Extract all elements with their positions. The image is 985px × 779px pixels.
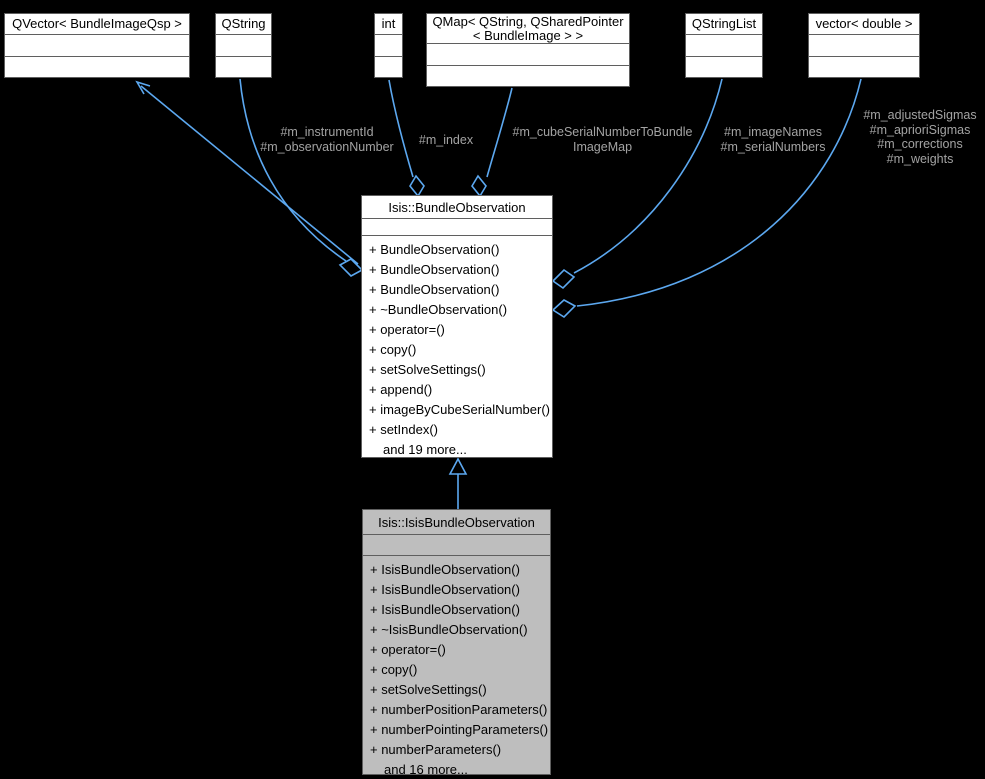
class-box-bundleobservation[interactable]: Isis::BundleObservation + BundleObservat… bbox=[361, 195, 553, 458]
type-box-title: vector< double > bbox=[809, 14, 919, 35]
type-box-methods-compartment bbox=[427, 64, 629, 87]
type-box-attrs-compartment bbox=[216, 35, 271, 56]
method-row: + numberPointingParameters() bbox=[370, 722, 549, 737]
aggregation-diamond-qmap-icon bbox=[471, 174, 487, 198]
edge-label-line: #m_index bbox=[418, 133, 474, 147]
type-box-title: QVector< BundleImageQsp > bbox=[5, 14, 189, 35]
edge-qstring bbox=[239, 78, 347, 262]
method-row: + operator=() bbox=[370, 642, 446, 657]
aggregation-diamond-left-icon bbox=[338, 258, 364, 277]
class-attrs-compartment bbox=[362, 219, 552, 236]
edge-label-qstring-members: #m_instrumentId #m_observationNumber bbox=[252, 125, 402, 154]
edge-label-line: #m_adjustedSigmas bbox=[863, 108, 977, 122]
method-row: + IsisBundleObservation() bbox=[370, 582, 520, 597]
type-box-title: QString bbox=[216, 14, 271, 35]
type-box-attrs-compartment bbox=[427, 44, 629, 65]
method-row: + setSolveSettings() bbox=[370, 682, 487, 697]
type-box-methods-compartment bbox=[686, 55, 762, 78]
method-row: + BundleObservation() bbox=[369, 262, 500, 277]
edge-label-line: #m_imageNames bbox=[724, 125, 822, 139]
method-row: + setIndex() bbox=[369, 422, 439, 437]
method-row: + ~BundleObservation() bbox=[369, 302, 508, 317]
class-methods-compartment: + IsisBundleObservation() + IsisBundleOb… bbox=[363, 556, 550, 779]
edge-label-line: #m_instrumentId bbox=[280, 125, 374, 139]
type-box-qvector: QVector< BundleImageQsp > bbox=[4, 13, 190, 78]
method-row-more: and 16 more... bbox=[384, 762, 468, 777]
method-row: + numberPositionParameters() bbox=[370, 702, 548, 717]
type-box-methods-compartment bbox=[5, 55, 189, 78]
method-row-more: and 19 more... bbox=[383, 442, 467, 457]
edge-label-index: #m_index bbox=[414, 133, 478, 148]
type-box-attrs-compartment bbox=[375, 35, 402, 56]
type-box-attrs-compartment bbox=[809, 35, 919, 56]
edge-label-vector-members: #m_adjustedSigmas #m_aprioriSigmas #m_co… bbox=[856, 108, 984, 166]
method-row: + operator=() bbox=[369, 322, 445, 337]
aggregation-diamond-qstringlist-icon bbox=[551, 268, 576, 290]
method-row: + copy() bbox=[370, 662, 418, 677]
edge-qstringlist bbox=[573, 78, 723, 274]
edge-vector bbox=[576, 78, 862, 307]
method-row: + imageByCubeSerialNumber() bbox=[369, 402, 550, 417]
type-box-title-line1: QMap< QString, QSharedPointer bbox=[432, 13, 624, 29]
aggregation-diamond-vector-icon bbox=[551, 299, 577, 319]
class-title: Isis::IsisBundleObservation bbox=[363, 510, 550, 535]
edge-label-line: #m_corrections bbox=[877, 137, 963, 151]
type-box-methods-compartment bbox=[375, 55, 402, 78]
edge-label-qmap-member: #m_cubeSerialNumberToBundle ImageMap bbox=[505, 125, 700, 154]
edge-label-qstringlist-members: #m_imageNames #m_serialNumbers bbox=[713, 125, 833, 154]
class-attrs-compartment bbox=[363, 535, 550, 556]
type-box-int: int bbox=[374, 13, 403, 78]
edge-qvector bbox=[140, 85, 359, 265]
class-methods-compartment: + BundleObservation() + BundleObservatio… bbox=[362, 236, 552, 460]
class-box-isisbundleobservation[interactable]: Isis::IsisBundleObservation + IsisBundle… bbox=[362, 509, 551, 777]
type-box-qstringlist: QStringList bbox=[685, 13, 763, 78]
method-row: + IsisBundleObservation() bbox=[370, 562, 520, 577]
type-box-attrs-compartment bbox=[686, 35, 762, 56]
type-box-methods-compartment bbox=[809, 55, 919, 78]
method-row: + BundleObservation() bbox=[369, 282, 500, 297]
class-title[interactable]: Isis::BundleObservation bbox=[362, 196, 552, 219]
method-row: + BundleObservation() bbox=[369, 242, 500, 257]
aggregation-diamond-int-icon bbox=[409, 174, 425, 198]
method-row: + append() bbox=[369, 382, 433, 397]
type-box-title-line2: < BundleImage > > bbox=[472, 27, 584, 43]
method-row: + ~IsisBundleObservation() bbox=[370, 622, 528, 637]
edge-label-line: #m_weights bbox=[886, 151, 954, 166]
edge-label-line: #m_cubeSerialNumberToBundle bbox=[512, 125, 693, 139]
edge-label-line: #m_serialNumbers bbox=[720, 139, 826, 154]
type-box-vector-double: vector< double > bbox=[808, 13, 920, 78]
type-box-title: int bbox=[375, 14, 402, 35]
edge-label-line: #m_observationNumber bbox=[260, 139, 394, 154]
type-box-title: QStringList bbox=[686, 14, 762, 35]
method-row: + setSolveSettings() bbox=[369, 362, 486, 377]
type-box-attrs-compartment bbox=[5, 35, 189, 56]
type-box-qstring: QString bbox=[215, 13, 272, 78]
method-row: + numberParameters() bbox=[370, 742, 502, 757]
edge-label-line: ImageMap bbox=[572, 139, 633, 154]
inheritance-arrow-icon bbox=[448, 457, 468, 475]
type-box-title: QMap< QString, QSharedPointer < BundleIm… bbox=[427, 14, 629, 44]
method-row: + copy() bbox=[369, 342, 417, 357]
arrowhead-qvector-icon bbox=[135, 80, 151, 95]
type-box-methods-compartment bbox=[216, 55, 271, 78]
type-box-qmap: QMap< QString, QSharedPointer < BundleIm… bbox=[426, 13, 630, 87]
edge-label-line: #m_aprioriSigmas bbox=[869, 122, 971, 137]
method-row: + IsisBundleObservation() bbox=[370, 602, 520, 617]
